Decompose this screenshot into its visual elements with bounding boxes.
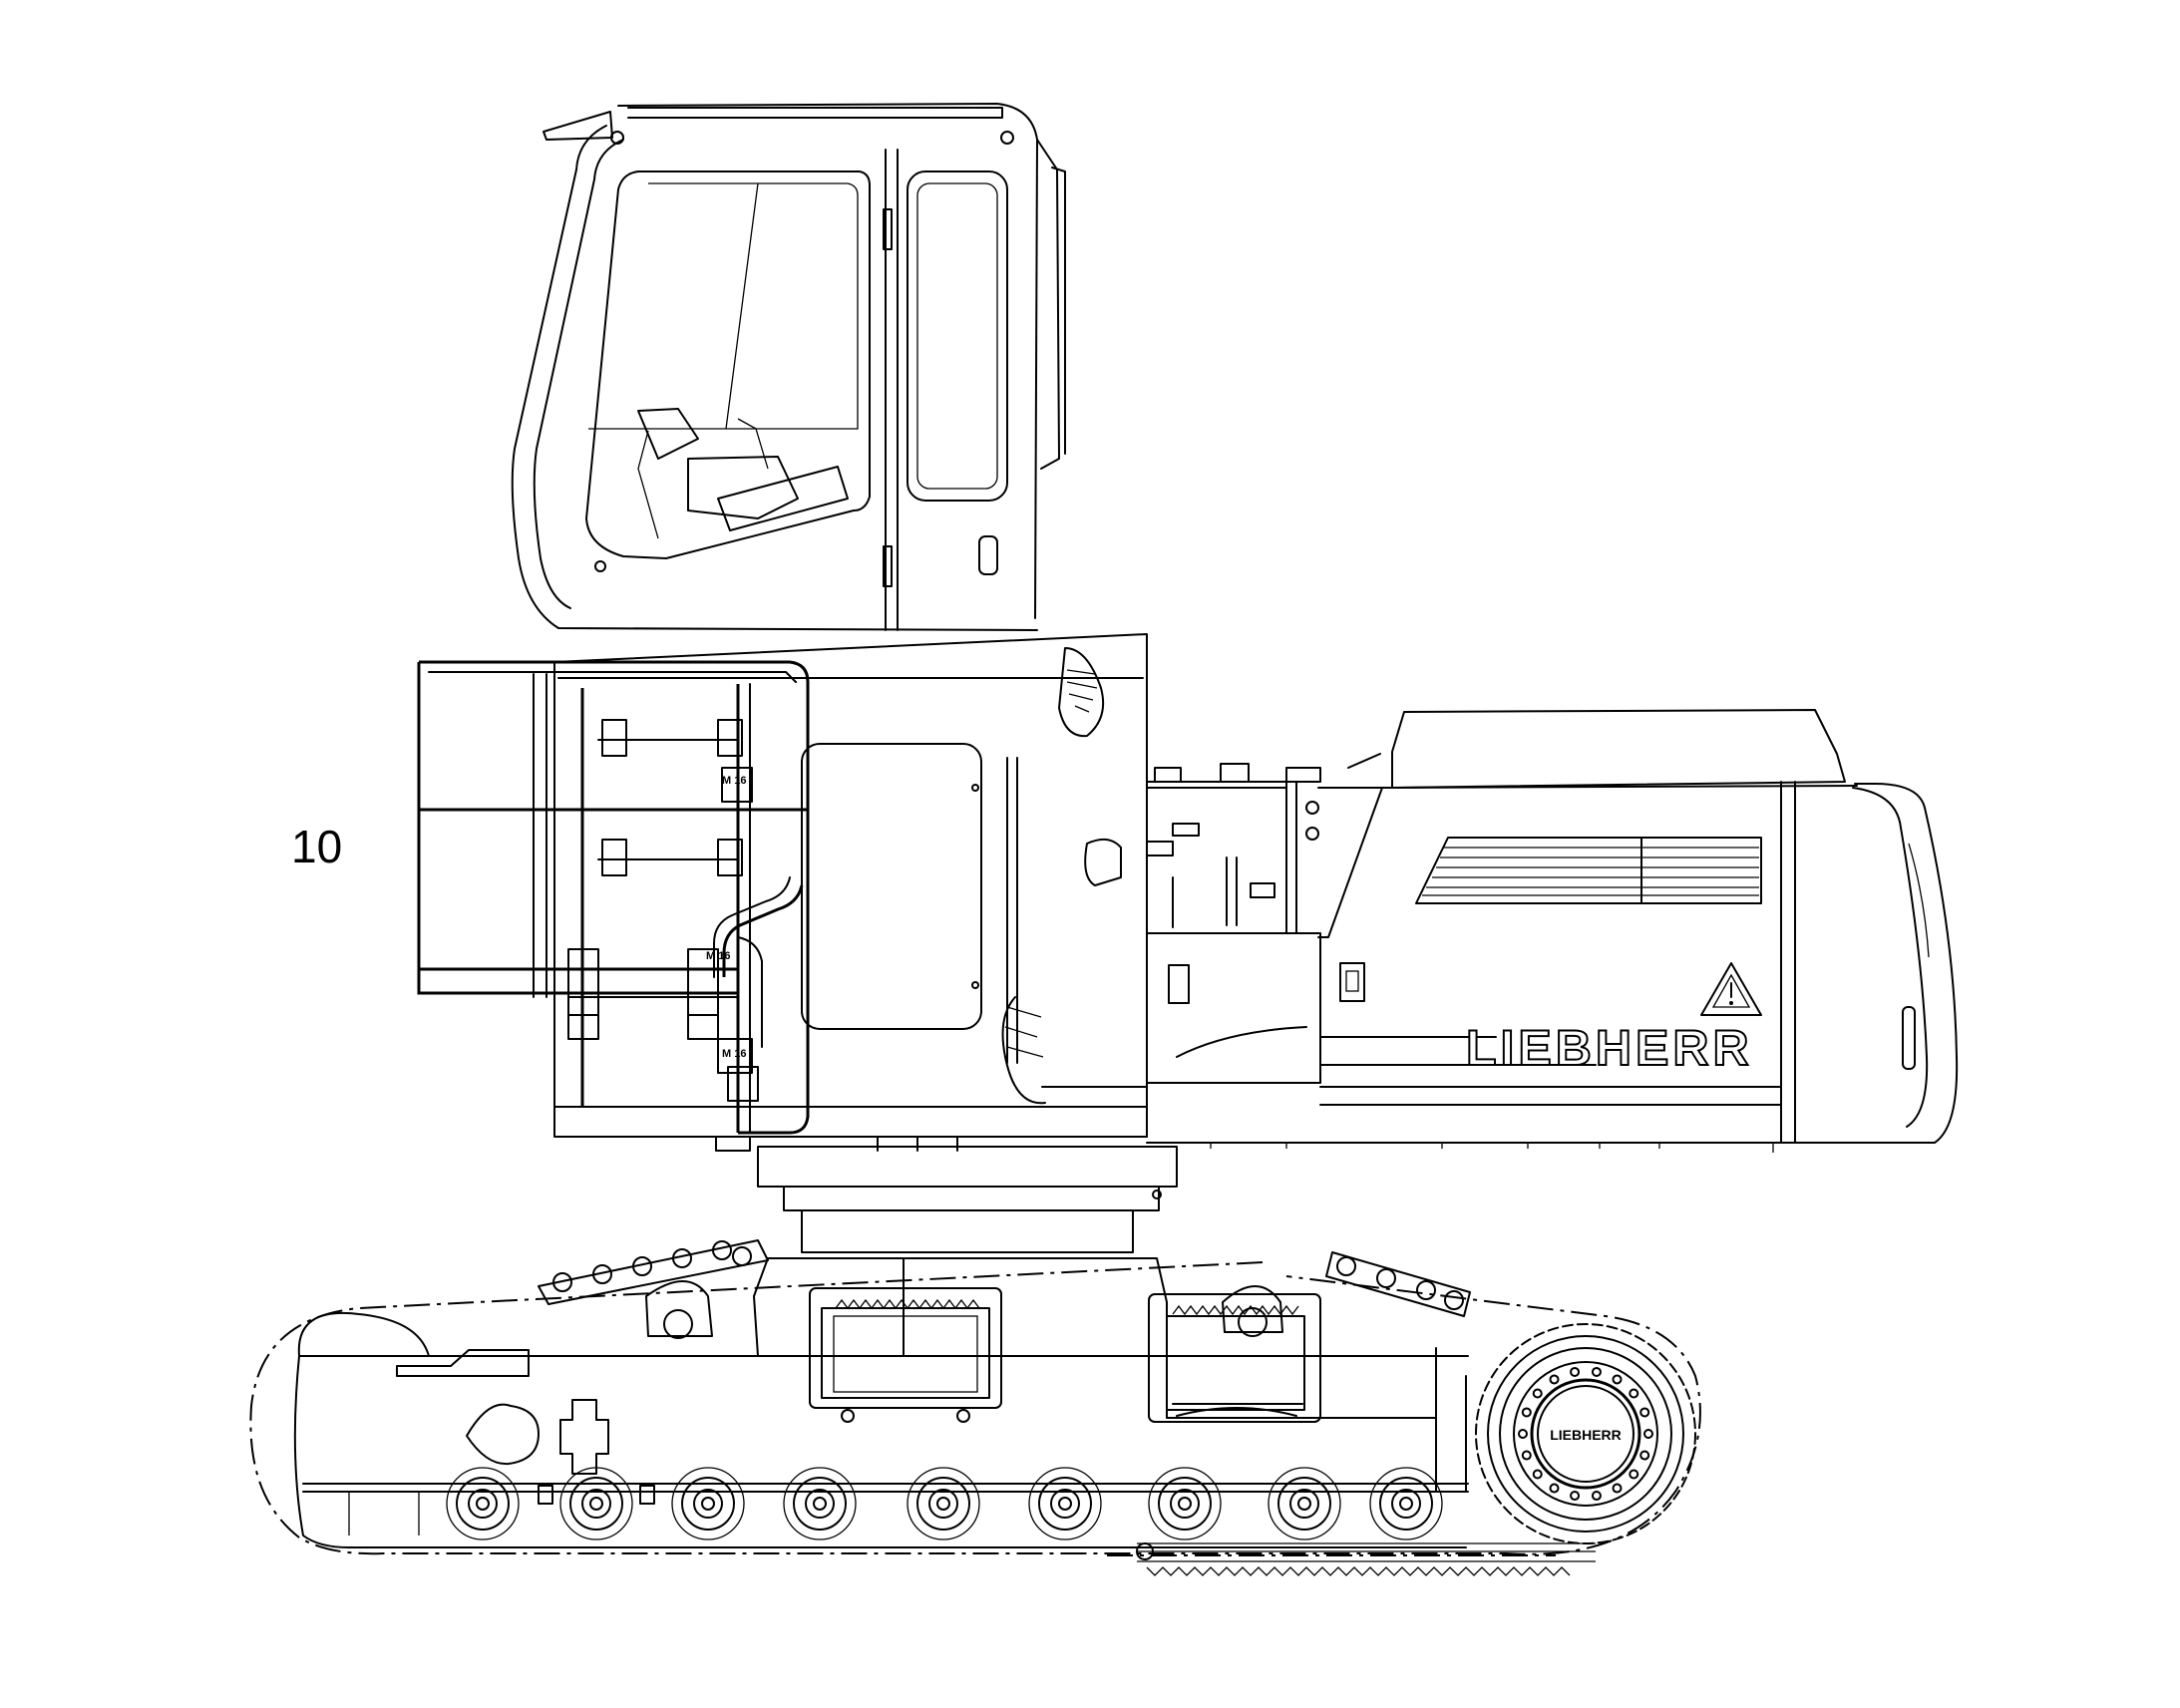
sprocket-bolt: [1570, 1366, 1581, 1377]
sprocket-bolt: [1521, 1450, 1532, 1461]
track-rollers: [446, 1467, 1443, 1540]
track-roller: [1028, 1467, 1102, 1540]
sprocket-bolt: [1639, 1450, 1650, 1461]
sprocket-brand: LIEBHERR: [1550, 1427, 1622, 1443]
bolt-label: M 16: [722, 1048, 746, 1060]
sprocket-bolt: [1643, 1429, 1653, 1439]
swing-ring: [715, 1136, 1178, 1253]
track-roller: [1268, 1467, 1341, 1540]
sprocket-bolt: [1521, 1407, 1532, 1418]
sprocket-bolt: [1570, 1491, 1581, 1502]
sprocket-bolt: [1549, 1374, 1560, 1385]
track-roller: [907, 1467, 980, 1540]
sprocket-bolt: [1532, 1469, 1543, 1480]
sprocket-bolt: [1591, 1491, 1602, 1502]
sprocket-bolt: [1532, 1388, 1543, 1399]
carrier-roller-right: [1325, 1251, 1471, 1317]
carrier-roller-left: [538, 1239, 769, 1305]
step-left: [809, 1287, 1002, 1423]
sprocket-bolt: [1629, 1469, 1639, 1480]
battery-box: [1146, 932, 1321, 1084]
engine-compartment: LIEBHERR: [1146, 709, 1959, 1153]
sprocket-bolt: [1612, 1483, 1623, 1494]
undercarriage: LIEBHERR: [249, 1239, 1701, 1576]
sprocket-bolt: [1612, 1374, 1623, 1385]
brand-logo: LIEBHERR: [1466, 1020, 1753, 1076]
track-roller: [1369, 1467, 1443, 1540]
track-roller: [671, 1467, 745, 1540]
step-right: [1148, 1293, 1321, 1423]
track-roller: [446, 1467, 520, 1540]
callout-number: 10: [291, 821, 343, 872]
sprocket-bolt: [1549, 1483, 1560, 1494]
guard-rail-platform: M 16 M 16 M 16: [417, 660, 810, 1135]
track-roller: [783, 1467, 857, 1540]
sprocket-bolt: [1591, 1366, 1602, 1377]
sprocket-bolt: [1518, 1429, 1528, 1439]
track-roller: [1148, 1467, 1222, 1540]
bolt-label: M 16: [706, 950, 730, 962]
drive-sprocket: LIEBHERR: [1475, 1323, 1696, 1544]
track-roller: [559, 1467, 633, 1540]
uppercarriage: [553, 633, 1148, 1138]
warning-triangle-icon: [1700, 962, 1762, 1016]
sprocket-bolt: [1629, 1388, 1639, 1399]
access-door: [801, 743, 982, 1030]
sprocket-bolt: [1639, 1407, 1650, 1418]
vent-louvres: [1415, 837, 1762, 904]
bolt-label: M 16: [722, 775, 746, 787]
operator-cab: [511, 103, 1066, 631]
